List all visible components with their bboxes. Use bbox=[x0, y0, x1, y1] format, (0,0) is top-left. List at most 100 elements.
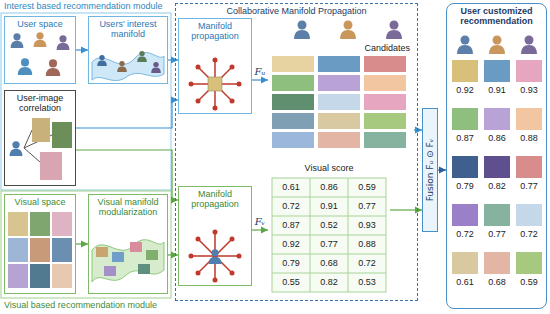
connector bbox=[252, 229, 268, 230]
propagation-dot bbox=[213, 278, 218, 283]
table-grid bbox=[272, 178, 386, 292]
image-thumb bbox=[516, 60, 542, 82]
image-thumb bbox=[364, 94, 406, 110]
node-text: Candidates bbox=[272, 43, 410, 53]
score-value: 0.82 bbox=[481, 180, 513, 192]
propagation-dot bbox=[237, 82, 242, 87]
score-value: 0.86 bbox=[481, 132, 513, 144]
module-outline bbox=[1, 191, 171, 298]
image-thumb bbox=[516, 156, 542, 178]
edge-label: Fᵥ bbox=[255, 216, 266, 227]
propagation-dot bbox=[230, 99, 235, 104]
score-value: 0.88 bbox=[348, 235, 386, 254]
image-thumb bbox=[30, 264, 50, 288]
image-thumb bbox=[146, 250, 158, 260]
node-text: Collaborative Manifold Propagation bbox=[179, 6, 414, 16]
manifold-box: Visual manifold modularization bbox=[88, 194, 168, 294]
image-thumb bbox=[104, 266, 116, 276]
score-value: 0.59 bbox=[513, 276, 545, 288]
image-thumb bbox=[52, 122, 72, 148]
score-value: 0.93 bbox=[348, 216, 386, 235]
image-thumb bbox=[318, 75, 360, 91]
image-thumb bbox=[452, 108, 478, 130]
image-thumb bbox=[8, 238, 28, 262]
propagation-dot bbox=[196, 99, 201, 104]
score-value: 0.77 bbox=[310, 235, 348, 254]
propagation-dot bbox=[213, 58, 218, 63]
user-icon bbox=[137, 51, 147, 62]
image-thumb bbox=[484, 252, 510, 274]
node-text: Users' interest manifold bbox=[92, 19, 164, 40]
score-value: 0.52 bbox=[310, 216, 348, 235]
image-thumb bbox=[96, 247, 108, 257]
result-box: User customized recommendation bbox=[446, 3, 547, 309]
score-value: 0.72 bbox=[348, 254, 386, 273]
propagation-dot bbox=[230, 237, 235, 242]
user-icon bbox=[294, 21, 310, 40]
score-value: 0.72 bbox=[449, 228, 481, 240]
node-text: Manifold propagation bbox=[182, 21, 248, 42]
manifold-box: Users' interest manifold bbox=[88, 16, 168, 84]
score-value: 0.92 bbox=[449, 84, 481, 96]
connector bbox=[76, 100, 178, 128]
user-icon bbox=[57, 35, 70, 50]
image-thumb bbox=[484, 204, 510, 226]
image-thumb bbox=[318, 113, 360, 129]
score-value: 0.91 bbox=[310, 197, 348, 216]
image-thumb bbox=[30, 212, 50, 236]
image-thumb bbox=[364, 56, 406, 72]
visual-manifold bbox=[92, 240, 164, 282]
score-value: 0.77 bbox=[348, 197, 386, 216]
user-icon bbox=[340, 21, 356, 40]
fusion-box: Fusion Fᵤ ⊙ Fᵥ bbox=[422, 108, 438, 232]
image-thumb bbox=[364, 113, 406, 129]
score-table bbox=[272, 178, 386, 292]
node-text: User customized recommendation bbox=[450, 6, 543, 27]
propagation-dot bbox=[230, 271, 235, 276]
score-value: 0.92 bbox=[272, 235, 310, 254]
image-thumb bbox=[52, 212, 72, 236]
image-thumb bbox=[484, 60, 510, 82]
image-thumb bbox=[208, 77, 222, 91]
score-value: 0.86 bbox=[310, 178, 348, 197]
score-value: 0.61 bbox=[449, 276, 481, 288]
image-thumb bbox=[364, 75, 406, 91]
user-icon bbox=[457, 36, 473, 55]
user-icon bbox=[386, 21, 402, 40]
correlation-box: User-image correlation bbox=[4, 90, 76, 186]
node-text: User space bbox=[8, 19, 72, 29]
score-value: 0.93 bbox=[513, 84, 545, 96]
image-thumb bbox=[272, 56, 314, 72]
score-value: 0.91 bbox=[481, 84, 513, 96]
image-thumb bbox=[452, 252, 478, 274]
connector bbox=[168, 254, 178, 255]
process-box: Manifold propagation bbox=[178, 18, 252, 114]
process-box: Manifold propagation bbox=[178, 186, 252, 286]
propagation-dot bbox=[196, 65, 201, 70]
image-thumb bbox=[130, 242, 142, 252]
score-value: 0.59 bbox=[348, 178, 386, 197]
module-title: Visual based recommendation module bbox=[4, 300, 157, 310]
image-thumb bbox=[452, 156, 478, 178]
score-value: 0.77 bbox=[481, 228, 513, 240]
image-thumb bbox=[318, 132, 360, 148]
connector bbox=[252, 79, 268, 80]
user-icon bbox=[209, 249, 222, 264]
image-thumb bbox=[32, 118, 50, 142]
propagation-dot bbox=[230, 65, 235, 70]
propagation-dot bbox=[196, 271, 201, 276]
user-icon bbox=[489, 36, 505, 55]
image-thumb bbox=[452, 60, 478, 82]
node-text: Visual manifold modularization bbox=[92, 197, 164, 218]
connector bbox=[76, 243, 88, 244]
image-thumb bbox=[272, 75, 314, 91]
image-thumb bbox=[318, 94, 360, 110]
module-outline bbox=[1, 13, 171, 190]
score-value: 0.61 bbox=[272, 178, 310, 197]
image-thumb bbox=[364, 132, 406, 148]
image-thumb bbox=[516, 108, 542, 130]
image-thumb bbox=[8, 212, 28, 236]
score-value: 0.68 bbox=[310, 254, 348, 273]
connector bbox=[438, 169, 446, 170]
node-text: Visual space bbox=[8, 197, 72, 207]
